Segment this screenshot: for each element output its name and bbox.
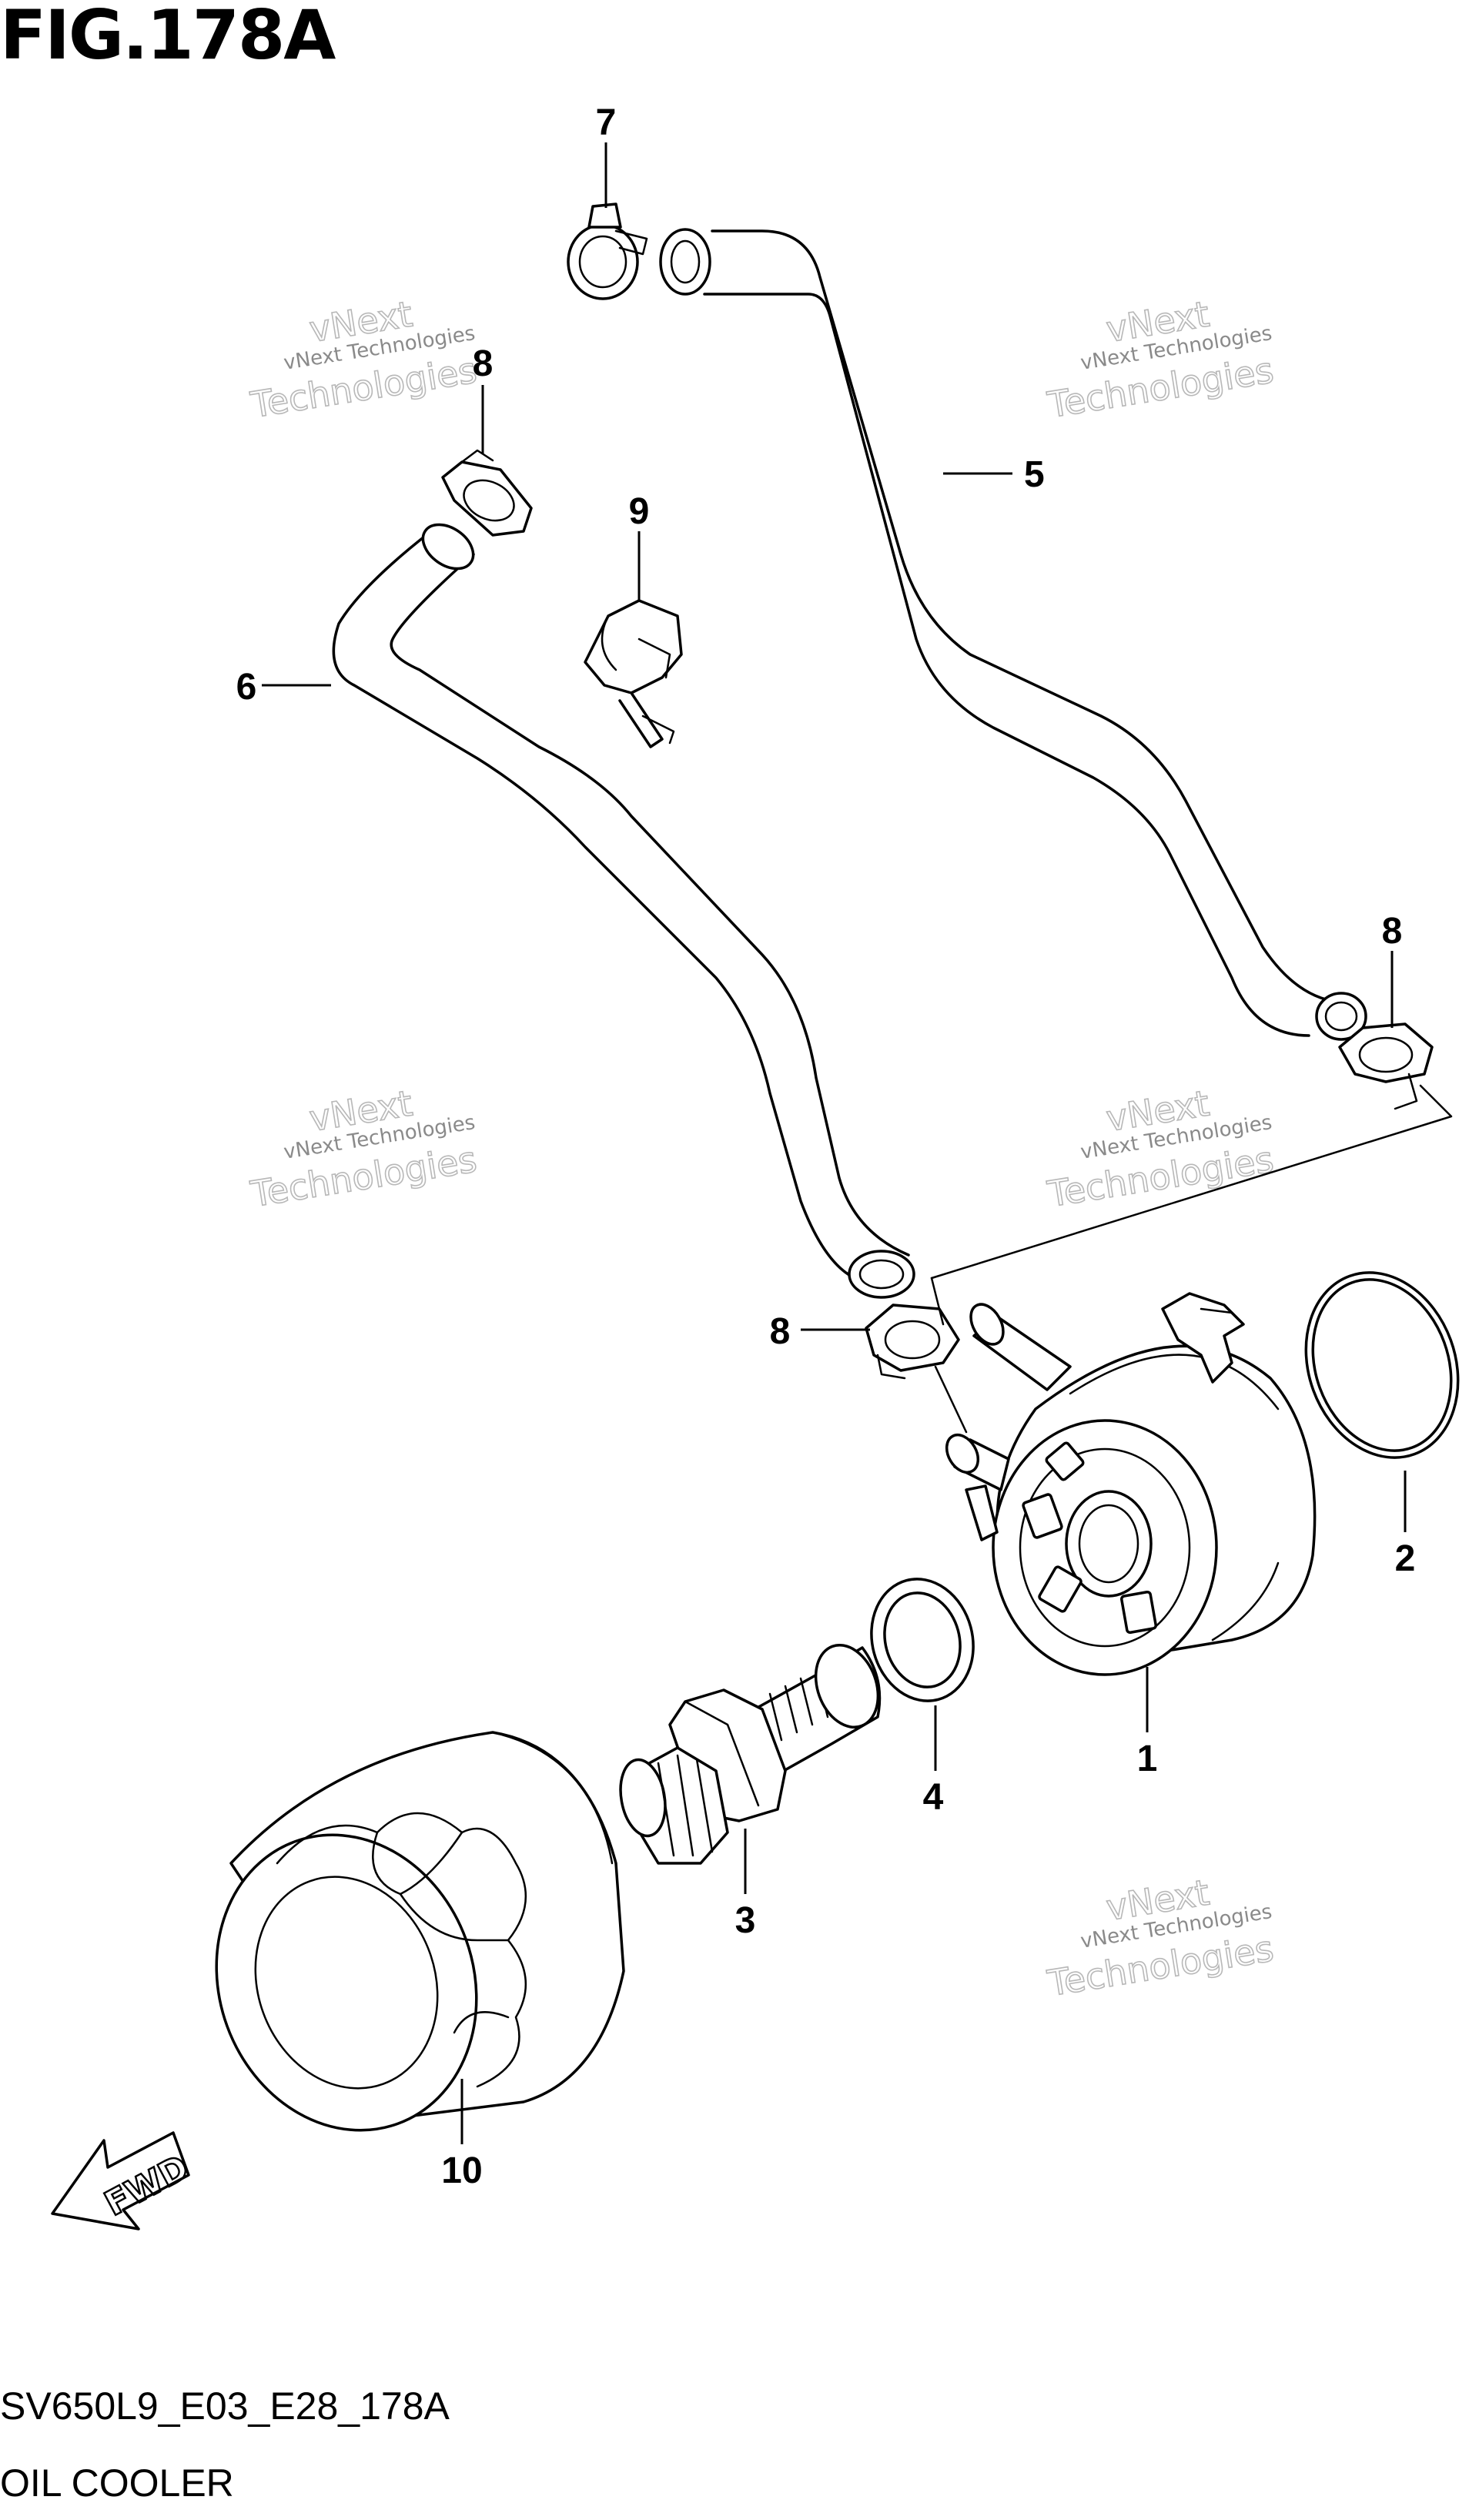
hose-6 (332, 523, 915, 1299)
oil-cooler-1 (945, 1292, 1317, 1676)
clip-9 (584, 599, 683, 748)
watermark-6: vNext vNext Technologies Technologies (1044, 1871, 1277, 2005)
leader-lines (262, 142, 1407, 2144)
fwd-arrow: FWD (51, 2131, 196, 2231)
callout-8-mid: 8 (770, 1311, 791, 1352)
callout-8-top: 8 (473, 343, 494, 384)
o-ring-2 (1304, 1271, 1460, 1459)
oil-filter-10 (215, 1731, 625, 2132)
gasket-4 (870, 1578, 975, 1702)
union-bolt-3 (619, 1643, 882, 1865)
callout-3: 3 (735, 1900, 756, 1941)
clamp-8-top (441, 449, 533, 537)
watermark-4: vNext vNext Technologies Technologies (1044, 1082, 1277, 1216)
assembly-guide-lines (930, 1084, 1453, 1434)
callout-2: 2 (1395, 1538, 1416, 1579)
callout-8-right: 8 (1382, 911, 1403, 952)
diagram-name: OIL COOLER (0, 2461, 234, 2505)
watermark-2: vNext vNext Technologies Technologies (1044, 293, 1277, 427)
callout-6: 6 (236, 667, 257, 708)
clamp-7 (567, 202, 648, 300)
clamp-8-right (1338, 1022, 1434, 1110)
hose-5 (659, 228, 1367, 1041)
clamp-8-mid (865, 1304, 960, 1380)
callout-4: 4 (923, 1777, 944, 1818)
diagram-code: SV650L9_E03_E28_178A (0, 2384, 450, 2428)
callout-7: 7 (596, 102, 617, 143)
callout-10: 10 (441, 2150, 482, 2191)
watermark-3: vNext vNext Technologies Technologies (247, 1082, 480, 1216)
callout-5: 5 (1024, 454, 1045, 495)
figure-title: FIG.178A (0, 0, 336, 75)
callout-9: 9 (629, 491, 650, 532)
callout-1: 1 (1137, 1739, 1158, 1779)
watermark-1: vNext vNext Technologies Technologies (247, 293, 480, 427)
